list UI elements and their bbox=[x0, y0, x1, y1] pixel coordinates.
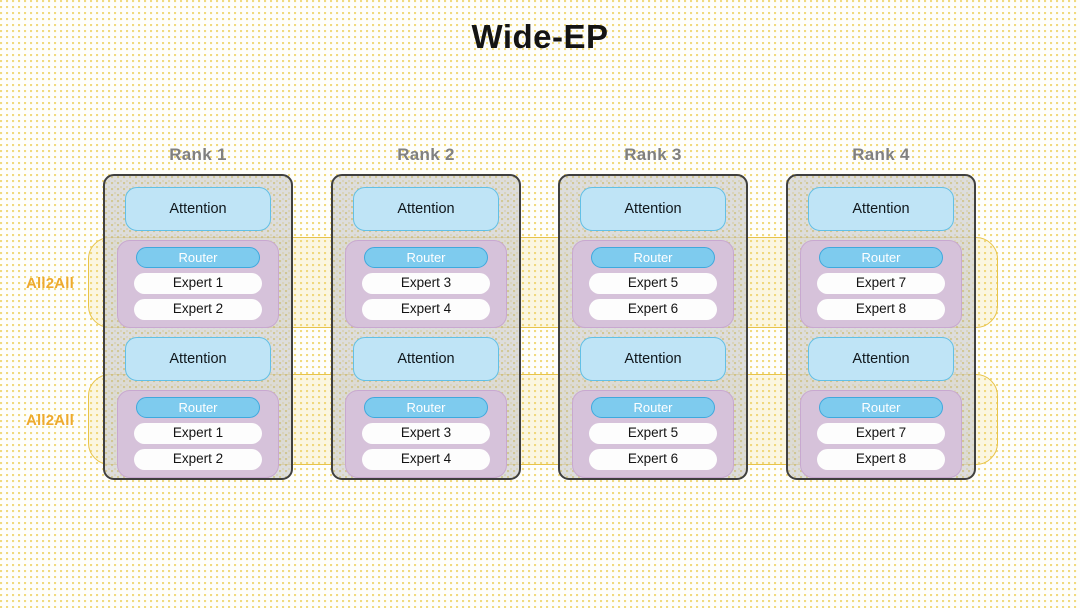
moe-block-r3-l1: Router Expert 5 Expert 6 bbox=[572, 240, 734, 328]
rank-label-4: Rank 4 bbox=[852, 145, 910, 164]
expert-r4-l1-0: Expert 7 bbox=[817, 273, 945, 294]
expert-r1-l1-1: Expert 2 bbox=[134, 299, 262, 320]
attention-block-r4-l2: Attention bbox=[808, 337, 954, 381]
rank-column-4: Rank 4 Attention Router Expert 7 Expert … bbox=[786, 145, 976, 480]
expert-r2-l1-0: Expert 3 bbox=[362, 273, 490, 294]
expert-r4-l2-0: Expert 7 bbox=[817, 423, 945, 444]
all2all-label-layer-2: All2All bbox=[25, 412, 75, 429]
router-r3-l1: Router bbox=[591, 247, 715, 268]
router-r2-l1: Router bbox=[364, 247, 488, 268]
expert-r2-l2-1: Expert 4 bbox=[362, 449, 490, 470]
rank-label-1: Rank 1 bbox=[169, 145, 227, 164]
rank-column-2: Rank 2 Attention Router Expert 3 Expert … bbox=[331, 145, 521, 480]
router-r1-l1: Router bbox=[136, 247, 260, 268]
rank-box-2: Attention Router Expert 3 Expert 4 Atten… bbox=[331, 174, 521, 480]
attention-block-r2-l1: Attention bbox=[353, 187, 499, 231]
router-r3-l2: Router bbox=[591, 397, 715, 418]
expert-r2-l1-1: Expert 4 bbox=[362, 299, 490, 320]
moe-block-r4-l2: Router Expert 7 Expert 8 bbox=[800, 390, 962, 478]
expert-r3-l1-0: Expert 5 bbox=[589, 273, 717, 294]
expert-r1-l2-0: Expert 1 bbox=[134, 423, 262, 444]
moe-block-r4-l1: Router Expert 7 Expert 8 bbox=[800, 240, 962, 328]
expert-r1-l1-0: Expert 1 bbox=[134, 273, 262, 294]
attention-block-r2-l2: Attention bbox=[353, 337, 499, 381]
all2all-label-layer-1: All2All bbox=[25, 275, 75, 292]
attention-block-r1-l2: Attention bbox=[125, 337, 271, 381]
router-r4-l2: Router bbox=[819, 397, 943, 418]
expert-r4-l1-1: Expert 8 bbox=[817, 299, 945, 320]
rank-label-2: Rank 2 bbox=[397, 145, 455, 164]
expert-r3-l2-1: Expert 6 bbox=[589, 449, 717, 470]
attention-block-r3-l1: Attention bbox=[580, 187, 726, 231]
page-title: Wide-EP bbox=[471, 18, 609, 55]
expert-r1-l2-1: Expert 2 bbox=[134, 449, 262, 470]
router-r2-l2: Router bbox=[364, 397, 488, 418]
moe-block-r2-l2: Router Expert 3 Expert 4 bbox=[345, 390, 507, 478]
attention-block-r3-l2: Attention bbox=[580, 337, 726, 381]
moe-block-r1-l2: Router Expert 1 Expert 2 bbox=[117, 390, 279, 478]
moe-block-r2-l1: Router Expert 3 Expert 4 bbox=[345, 240, 507, 328]
attention-block-r4-l1: Attention bbox=[808, 187, 954, 231]
expert-r4-l2-1: Expert 8 bbox=[817, 449, 945, 470]
rank-column-3: Rank 3 Attention Router Expert 5 Expert … bbox=[558, 145, 748, 480]
router-r1-l2: Router bbox=[136, 397, 260, 418]
expert-r2-l2-0: Expert 3 bbox=[362, 423, 490, 444]
attention-block-r1-l1: Attention bbox=[125, 187, 271, 231]
moe-block-r3-l2: Router Expert 5 Expert 6 bbox=[572, 390, 734, 478]
rank-box-3: Attention Router Expert 5 Expert 6 Atten… bbox=[558, 174, 748, 480]
rank-box-1: Attention Router Expert 1 Expert 2 Atten… bbox=[103, 174, 293, 480]
rank-column-1: Rank 1 Attention Router Expert 1 Expert … bbox=[103, 145, 293, 480]
expert-r3-l1-1: Expert 6 bbox=[589, 299, 717, 320]
rank-box-4: Attention Router Expert 7 Expert 8 Atten… bbox=[786, 174, 976, 480]
moe-block-r1-l1: Router Expert 1 Expert 2 bbox=[117, 240, 279, 328]
rank-label-3: Rank 3 bbox=[624, 145, 682, 164]
router-r4-l1: Router bbox=[819, 247, 943, 268]
expert-r3-l2-0: Expert 5 bbox=[589, 423, 717, 444]
